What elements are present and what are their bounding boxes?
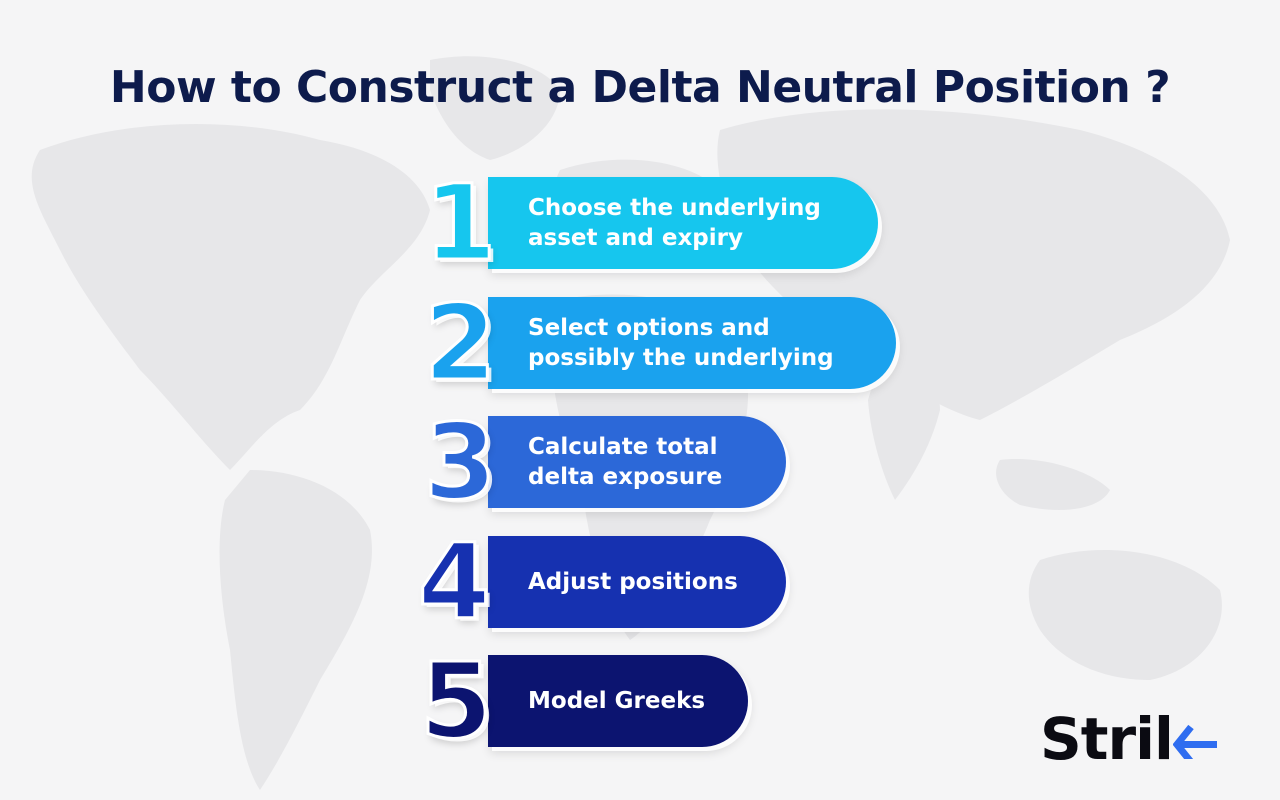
step-1: 1 Choose the underlying asset and expiry	[0, 164, 1280, 283]
step-pill	[488, 297, 896, 389]
step-label-line: Choose the underlying	[528, 195, 821, 221]
logo-text: Stril	[1040, 705, 1174, 773]
step-2: 2 Select options and possibly the underlyi…	[0, 284, 1280, 403]
step-number: 2	[422, 282, 497, 404]
step-number: 3	[422, 401, 497, 523]
step-number: 5	[418, 640, 493, 762]
step-label-line: Model Greeks	[528, 688, 706, 714]
step-label: Choose the underlying asset and expiry	[528, 177, 821, 269]
step-label-line: Select options and	[528, 315, 770, 341]
step-3: 3 Calculate total delta exposure	[0, 403, 1280, 522]
step-number: 1	[422, 162, 497, 284]
step-label-line: Calculate total	[528, 434, 718, 460]
step-pill	[488, 536, 786, 628]
step-label-line: Adjust positions	[528, 569, 738, 595]
strike-logo: Stril	[1040, 704, 1217, 774]
step-label: Adjust positions	[528, 536, 738, 628]
logo-arrow-e-icon	[1172, 704, 1217, 765]
step-label: Calculate total delta exposure	[528, 416, 722, 508]
step-label-line: asset and expiry	[528, 225, 743, 251]
step-pill	[488, 416, 786, 508]
step-label-line: possibly the underlying	[528, 345, 834, 371]
step-pill	[488, 177, 878, 269]
step-label: Select options and possibly the underlyin…	[528, 297, 834, 389]
step-number: 4	[416, 521, 491, 643]
step-4: 4 Adjust positions	[0, 523, 1280, 642]
step-label-line: delta exposure	[528, 464, 723, 490]
step-5: 5 Model Greeks	[0, 642, 1280, 761]
step-pill	[488, 655, 748, 747]
page-title: How to Construct a Delta Neutral Positio…	[109, 62, 1171, 113]
step-label: Model Greeks	[528, 655, 705, 747]
